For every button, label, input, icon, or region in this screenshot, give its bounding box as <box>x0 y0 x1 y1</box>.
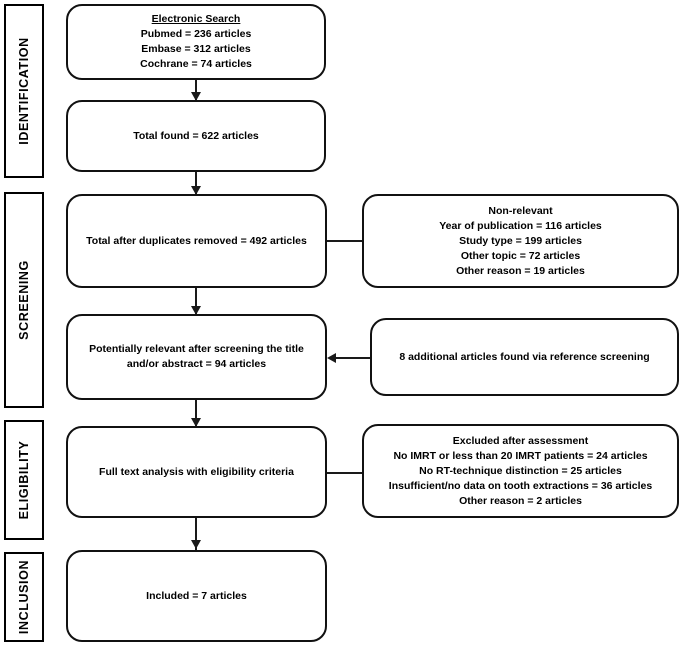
connector-search-to-total <box>195 78 197 100</box>
arrowhead-search-to-total <box>191 92 201 101</box>
box-electronic-search-line-3: Cochrane = 74 articles <box>140 58 252 70</box>
box-total-found-line-1: Total found = 622 articles <box>133 129 259 142</box>
box-electronic-search-line-2: Embase = 312 articles <box>141 43 251 55</box>
connector-fulltext-to-included <box>195 518 197 550</box>
arrowhead-reference-to-potential <box>327 353 336 363</box>
arrowhead-potential-to-fulltext <box>191 418 201 427</box>
connector-reference-to-potential <box>330 357 370 359</box>
box-non-relevant-line-3: Other topic = 72 articles <box>460 249 581 262</box>
box-excluded-line-3: Insufficient/no data on tooth extraction… <box>388 479 653 492</box>
box-total-found: Total found = 622 articles <box>66 100 326 172</box>
box-non-relevant-line-4: Other reason = 19 articles <box>456 264 585 277</box>
stage-band-label-eligibility: ELIGIBILITY <box>17 440 31 520</box>
box-non-relevant: Non-relevant Year of publication = 116 a… <box>362 194 679 288</box>
box-non-relevant-title: Non-relevant <box>488 204 553 217</box>
box-full-text-analysis: Full text analysis with eligibility crit… <box>66 426 327 518</box>
box-potentially-relevant: Potentially relevant after screening the… <box>66 314 327 400</box>
box-included: Included = 7 articles <box>66 550 327 642</box>
box-potentially-relevant-line-1: Potentially relevant after screening the… <box>89 343 304 355</box>
stage-band-identification: IDENTIFICATION <box>4 4 44 178</box>
stage-band-label-screening: SCREENING <box>17 260 31 340</box>
box-electronic-search-line-1: Pubmed = 236 articles <box>140 28 252 40</box>
connector-potential-to-fulltext <box>195 400 197 428</box>
box-excluded-line-4: Other reason = 2 articles <box>459 494 582 507</box>
box-non-relevant-line-2: Study type = 199 articles <box>459 234 582 247</box>
stage-band-screening: SCREENING <box>4 192 44 408</box>
box-after-duplicates-line-1: Total after duplicates removed = 492 art… <box>86 234 307 247</box>
box-electronic-search-title: Electronic Search <box>151 13 241 25</box>
stage-band-inclusion: INCLUSION <box>4 552 44 642</box>
arrowhead-fulltext-to-included <box>191 540 201 549</box>
connector-duplicates-to-nonrelevant <box>327 240 371 242</box>
arrowhead-duplicates-to-potential <box>191 306 201 315</box>
box-after-duplicates: Total after duplicates removed = 492 art… <box>66 194 327 288</box>
box-excluded-after-assessment: Excluded after assessment No IMRT or les… <box>362 424 679 518</box>
box-included-line-1: Included = 7 articles <box>146 589 247 602</box>
arrowhead-total-to-duplicates <box>191 186 201 195</box>
box-full-text-analysis-line-1: Full text analysis with eligibility crit… <box>99 465 294 478</box>
box-reference-screening-line-1: 8 additional articles found via referenc… <box>399 350 650 363</box>
stage-band-eligibility: ELIGIBILITY <box>4 420 44 540</box>
box-non-relevant-line-1: Year of publication = 116 articles <box>439 219 602 232</box>
connector-total-to-duplicates <box>195 170 197 196</box>
box-excluded-title: Excluded after assessment <box>452 434 589 447</box>
stage-band-label-inclusion: INCLUSION <box>17 559 31 635</box>
stage-band-label-identification: IDENTIFICATION <box>17 37 31 145</box>
box-electronic-search: Electronic Search Pubmed = 236 articles … <box>66 4 326 80</box>
box-potentially-relevant-line-2: and/or abstract = 94 articles <box>126 358 267 370</box>
box-reference-screening: 8 additional articles found via referenc… <box>370 318 679 396</box>
box-excluded-line-2: No RT-technique distinction = 25 article… <box>419 464 622 477</box>
connector-fulltext-to-excluded <box>327 472 371 474</box>
connector-duplicates-to-potential <box>195 288 197 316</box>
box-excluded-line-1: No IMRT or less than 20 IMRT patients = … <box>393 449 648 462</box>
